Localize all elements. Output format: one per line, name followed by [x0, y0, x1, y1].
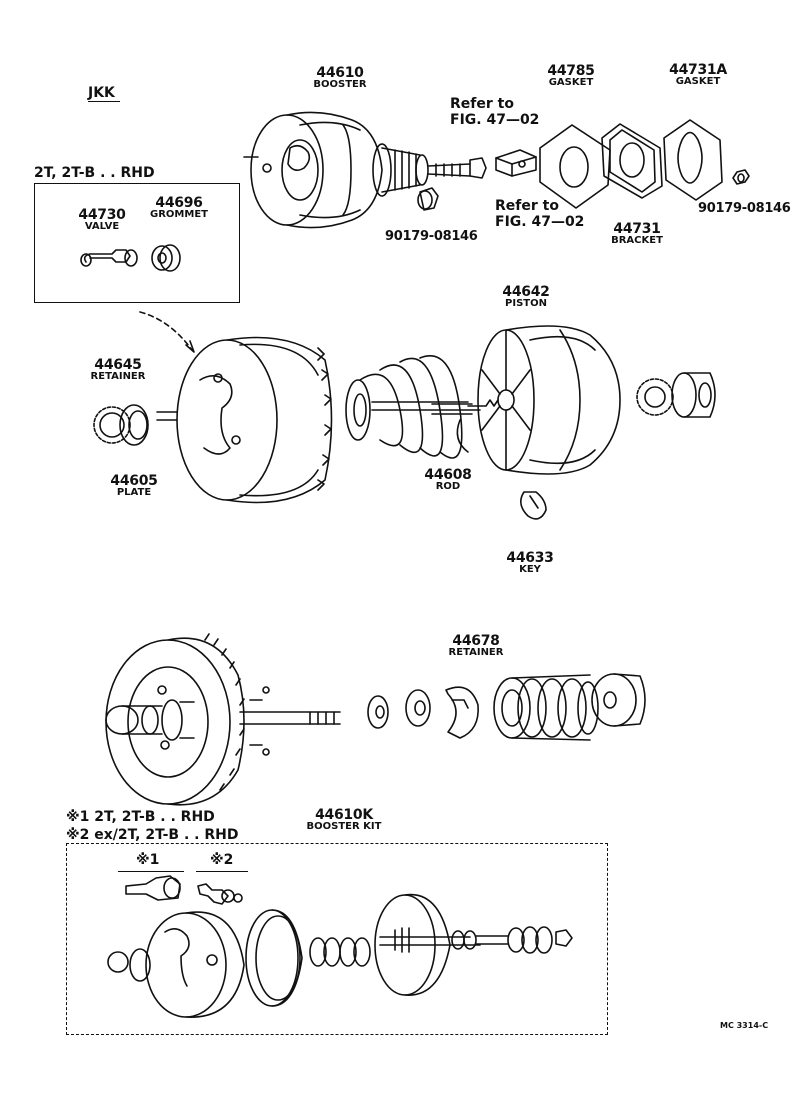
kit-mark-1: ※1 — [136, 852, 160, 868]
part-name: RETAINER — [90, 371, 146, 382]
part-name: ROD — [435, 481, 461, 492]
part-number: 44730 — [78, 207, 126, 223]
assembled-booster-drawing — [105, 633, 341, 806]
part-number: 44696 — [155, 195, 203, 211]
part-name: RETAINER — [448, 647, 504, 658]
kit-diaphragm-drawing — [245, 909, 303, 1007]
gasket-44731a-drawing — [663, 119, 723, 201]
gasket-44785-drawing — [539, 124, 611, 209]
retainer-44645-drawing — [93, 404, 178, 446]
callout-valve: 44730 VALVE — [72, 208, 132, 232]
kit-note-2: ※2 ex/2T, 2T-B . . RHD — [66, 827, 239, 843]
part-name: BRACKET — [611, 235, 663, 246]
part-name: VALVE — [84, 221, 120, 232]
callout-rod: 44608 ROD — [420, 468, 476, 492]
front-shell-drawing — [176, 336, 333, 504]
retainer-44678-drawing — [367, 686, 479, 739]
reference-b: Refer to FIG. 47—02 — [495, 198, 584, 230]
callout-booster: 44610 BOOSTER — [300, 66, 380, 90]
reference-a: Refer to FIG. 47—02 — [450, 96, 539, 128]
part-number: 44610K — [315, 807, 373, 823]
callout-nut-b: 90179-08146 — [698, 201, 791, 216]
piston-44642-drawing — [467, 325, 621, 475]
grommet-44696-drawing — [151, 244, 181, 272]
part-number: 44678 — [452, 633, 500, 649]
callout-key: 44633 KEY — [502, 551, 558, 575]
inset-box-rhd — [34, 183, 240, 303]
rod-44608-drawing — [431, 403, 473, 453]
rear-seal-drawing — [636, 372, 716, 418]
kit-seals-drawing — [309, 937, 371, 967]
nut-90179-right-drawing — [732, 169, 750, 185]
part-name: KEY — [519, 564, 541, 575]
kit-mark-1-underline — [118, 871, 184, 872]
booster-44610-drawing — [243, 111, 487, 229]
bracket-44731-drawing — [601, 123, 663, 199]
part-number: 44785 — [547, 63, 595, 79]
seal-stack-drawing — [493, 673, 646, 741]
reference-figure: FIG. 47—02 — [450, 112, 540, 129]
part-name: PISTON — [505, 298, 547, 309]
key-44633-drawing — [520, 491, 547, 520]
part-name: GASKET — [675, 76, 721, 87]
valve-44730-drawing — [80, 249, 138, 267]
part-number: 44731A — [669, 62, 727, 78]
callout-bracket: 44731 BRACKET — [600, 222, 674, 246]
part-number: 44642 — [502, 284, 550, 300]
callout-nut-a: 90179-08146 — [385, 229, 478, 244]
spring-drawing — [345, 355, 481, 459]
figure-code: MC 3314-C — [720, 1021, 769, 1030]
kit-note-1: ※1 2T, 2T-B . . RHD — [66, 809, 215, 825]
kit-mark-2-underline — [196, 871, 248, 872]
reference-line: Refer to — [495, 198, 559, 214]
part-number: 44608 — [424, 467, 472, 483]
part-name: PLATE — [116, 487, 152, 498]
callout-gasket-44785: 44785 GASKET — [535, 64, 607, 88]
part-number: 44605 — [110, 473, 158, 489]
reference-line: Refer to — [450, 96, 514, 112]
callout-piston: 44642 PISTON — [494, 285, 558, 309]
callout-retainer-44645: 44645 RETAINER — [80, 358, 156, 382]
part-name: BOOSTER — [313, 79, 367, 90]
part-number: 44633 — [506, 550, 554, 566]
kit-valve-alt-drawing — [197, 883, 243, 905]
part-name: GROMMET — [150, 209, 208, 220]
booster-kit-box — [66, 843, 608, 1035]
kit-mark-2: ※2 — [210, 852, 234, 868]
callout-plate: 44605 PLATE — [104, 474, 164, 498]
part-number: 44610 — [316, 65, 364, 81]
kit-rod-drawing — [451, 926, 573, 954]
part-number: 44645 — [94, 357, 142, 373]
part-number: 44731 — [613, 221, 661, 237]
reference-figure: FIG. 47—02 — [495, 214, 585, 231]
kit-valve-drawing — [125, 875, 181, 901]
model-code-label: JKK — [88, 85, 115, 101]
arrow-to-shell — [139, 311, 195, 353]
model-code-underline — [88, 101, 120, 102]
kit-front-shell-drawing — [107, 911, 245, 1018]
callout-booster-kit: 44610K BOOSTER KIT — [296, 808, 392, 832]
part-name: BOOSTER KIT — [306, 821, 382, 832]
callout-gasket-44731a: 44731A GASKET — [658, 63, 738, 87]
inset-title: 2T, 2T-B . . RHD — [34, 165, 155, 181]
callout-retainer-44678: 44678 RETAINER — [436, 634, 516, 658]
callout-grommet: 44696 GROMMET — [142, 196, 216, 220]
clevis-drawing — [495, 149, 537, 177]
part-name: GASKET — [548, 77, 594, 88]
